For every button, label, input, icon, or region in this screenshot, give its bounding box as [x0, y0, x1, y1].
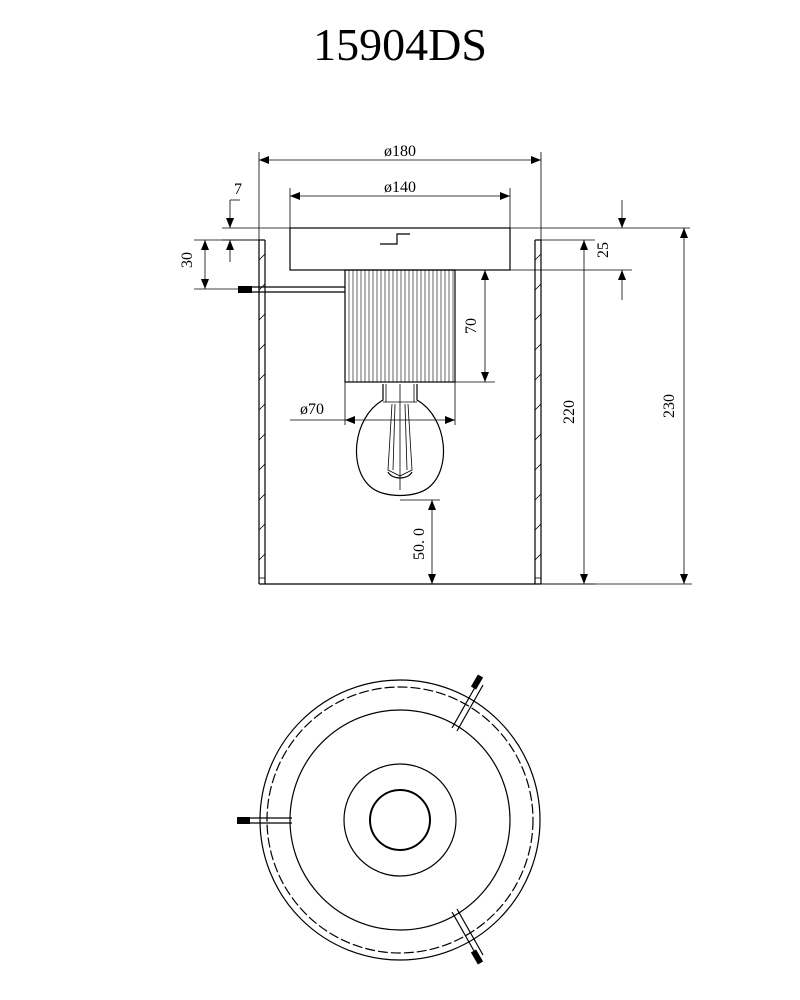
dim-label-canopy-offset: 7	[234, 181, 242, 198]
dim-canopy-diameter	[289, 188, 511, 228]
dim-canopy-height	[510, 200, 690, 300]
screw-left	[237, 817, 292, 824]
holder-circle	[343, 763, 457, 877]
dim-label-holder-height: 70	[463, 318, 480, 334]
dim-total-height	[541, 228, 692, 585]
canopy	[289, 227, 511, 271]
side-view: ø180 ø140 7 30	[179, 143, 692, 585]
dim-label-shade-diameter: ø180	[384, 143, 416, 160]
shade-inner-circle	[266, 686, 534, 954]
top-view	[237, 674, 541, 965]
screw-bottom-right	[451, 908, 484, 965]
dim-label-canopy-height: 25	[595, 242, 612, 258]
side-screw	[238, 286, 345, 293]
dim-label-bulb-diameter: ø70	[300, 401, 324, 418]
shade-outer-circle	[259, 679, 541, 961]
dim-bottom-clearance	[400, 499, 440, 584]
screw-top-right	[451, 674, 484, 732]
dim-label-shade-height: 220	[561, 400, 578, 424]
dim-label-canopy-diameter: ø140	[384, 179, 416, 196]
page-title: 15904DS	[313, 19, 487, 70]
dim-side-offset	[194, 239, 259, 290]
dim-label-total-height: 230	[661, 394, 678, 418]
dim-label-bottom-clearance: 50. 0	[411, 528, 428, 560]
lamp-holder	[344, 269, 456, 383]
dim-label-side-offset: 30	[179, 252, 196, 268]
dim-canopy-offset	[222, 199, 290, 262]
dim-bulb-diameter	[290, 382, 456, 425]
dim-shade-diameter	[258, 152, 542, 240]
bulb	[355, 384, 445, 497]
dim-holder-height	[455, 269, 495, 383]
canopy-circle	[289, 709, 511, 931]
socket-circle	[369, 789, 431, 851]
